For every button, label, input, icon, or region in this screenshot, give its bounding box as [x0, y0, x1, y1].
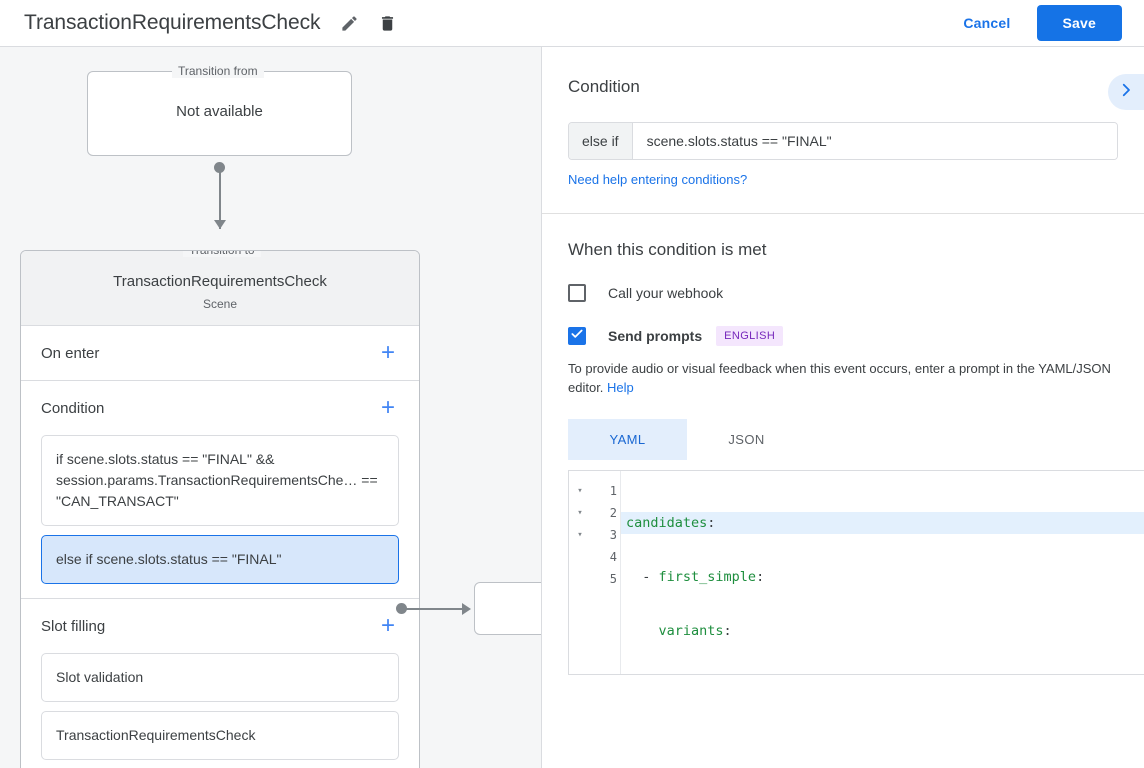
line-number: 5 [609, 572, 617, 586]
scene-kind: Scene [202, 297, 238, 311]
trash-icon [378, 14, 397, 33]
flow-canvas[interactable]: Transition from Not available Transition… [0, 47, 541, 768]
add-condition-button[interactable]: + [380, 394, 395, 421]
code-colon: : [723, 623, 732, 639]
code-colon: : [707, 515, 716, 531]
code-indent [626, 569, 642, 585]
when-condition-met-section: When this condition is met Call your web… [542, 214, 1144, 460]
app-header: TransactionRequirementsCheck Cancel Save [0, 0, 1144, 47]
condition-chip-if[interactable]: if scene.slots.status == "FINAL" && sess… [41, 435, 399, 526]
condition-input-row: else if [568, 122, 1118, 160]
condition-prefix-label: else if [569, 123, 633, 159]
code-indent [626, 623, 659, 639]
condition-section: Condition else if Need help entering con… [542, 47, 1144, 214]
section-on-enter: On enter + [21, 326, 419, 381]
cancel-button[interactable]: Cancel [950, 6, 1023, 40]
add-slot-filling-button[interactable]: + [380, 612, 395, 639]
prompts-hint-text: To provide audio or visual feedback when… [568, 361, 1111, 395]
code-key: candidates [626, 515, 708, 531]
fold-toggle-icon[interactable]: ▾ [577, 530, 583, 540]
gutter-line: 4 [569, 546, 620, 568]
gutter-line: ▾ 1 [569, 480, 620, 502]
slot-chip-transaction[interactable]: TransactionRequirementsCheck [41, 711, 399, 760]
section-on-enter-title: On enter [41, 344, 100, 362]
expand-panel-button[interactable] [1108, 74, 1144, 110]
webhook-row[interactable]: Call your webhook [568, 284, 1118, 302]
code-dash: - [642, 569, 659, 585]
condition-help-link[interactable]: Need help entering conditions? [568, 172, 748, 187]
code-line: variants: [621, 620, 1144, 642]
edit-name-button[interactable] [334, 8, 364, 38]
editor-gutter: ▾ 1 ▾ 2 ▾ 3 4 5 [569, 471, 621, 674]
scene-header[interactable]: TransactionRequirementsCheck Scene [21, 251, 419, 326]
line-number: 3 [609, 528, 617, 542]
section-on-enter-head: On enter + [41, 326, 399, 380]
section-slot-filling-title: Slot filling [41, 617, 106, 635]
chevron-right-icon [1117, 81, 1135, 104]
transition-from-card: Transition from Not available [87, 64, 352, 156]
editor-code-area[interactable]: candidates: - first_simple: variants: - … [621, 471, 1144, 674]
details-panel: Condition else if Need help entering con… [541, 47, 1144, 768]
code-editor[interactable]: ▾ 1 ▾ 2 ▾ 3 4 5 [568, 470, 1144, 675]
target-node-card[interactable] [474, 582, 541, 635]
code-line: - first_simple: [621, 566, 1144, 588]
transition-from-legend: Transition from [172, 64, 264, 78]
connector-line-vertical [219, 167, 221, 229]
gutter-line: ▾ 3 [569, 524, 620, 546]
when-condition-met-title: When this condition is met [568, 240, 767, 259]
scene-name: TransactionRequirementsCheck [113, 273, 327, 290]
section-condition-title: Condition [41, 399, 105, 417]
connector-dot-right [396, 603, 407, 614]
condition-chip-else-if[interactable]: else if scene.slots.status == "FINAL" [41, 535, 399, 584]
send-prompts-label: Send prompts [608, 328, 703, 344]
page-title: TransactionRequirementsCheck [24, 11, 321, 34]
fold-toggle-icon[interactable]: ▾ [577, 508, 583, 518]
save-button[interactable]: Save [1036, 5, 1122, 41]
section-slot-filling: Slot filling + Slot validation Transacti… [21, 599, 419, 760]
line-number: 2 [609, 506, 617, 520]
call-webhook-checkbox[interactable] [568, 284, 586, 302]
fold-toggle-icon[interactable]: ▾ [577, 486, 583, 496]
section-slot-filling-head: Slot filling + [41, 599, 399, 653]
gutter-line: 5 [569, 568, 620, 590]
prompts-help-link[interactable]: Help [607, 380, 634, 395]
connector-line-horizontal [404, 608, 468, 610]
check-icon [570, 327, 584, 346]
tab-yaml[interactable]: YAML [568, 419, 687, 460]
section-condition-head: Condition + [41, 381, 399, 435]
send-prompts-checkbox[interactable] [568, 327, 586, 345]
language-badge: ENGLISH [716, 326, 784, 346]
section-condition: Condition + if scene.slots.status == "FI… [21, 381, 419, 599]
send-prompts-row[interactable]: Send prompts ENGLISH [568, 326, 1118, 346]
editor-format-tabs: YAML JSON [568, 419, 1118, 460]
delete-button[interactable] [372, 8, 402, 38]
condition-section-title: Condition [568, 77, 640, 96]
prompts-hint: To provide audio or visual feedback when… [568, 359, 1118, 397]
tab-json[interactable]: JSON [728, 432, 765, 447]
pencil-icon [340, 14, 359, 33]
line-number: 1 [609, 484, 617, 498]
line-number: 4 [609, 550, 617, 564]
code-key: variants [658, 623, 724, 639]
connector-arrow-right [462, 603, 471, 615]
transition-to-legend: Transition to [183, 251, 261, 257]
code-key: first_simple [658, 569, 757, 585]
add-on-enter-button[interactable]: + [380, 339, 395, 366]
connector-arrow-down [213, 220, 226, 229]
transition-to-card: Transition to TransactionRequirementsChe… [20, 250, 420, 768]
transition-from-value: Not available [176, 103, 263, 120]
code-colon: : [756, 569, 765, 585]
code-line: candidates: [621, 512, 1144, 534]
condition-expression-input[interactable] [632, 123, 1117, 159]
gutter-line: ▾ 2 [569, 502, 620, 524]
call-webhook-label: Call your webhook [608, 285, 724, 301]
slot-chip-validation[interactable]: Slot validation [41, 653, 399, 702]
